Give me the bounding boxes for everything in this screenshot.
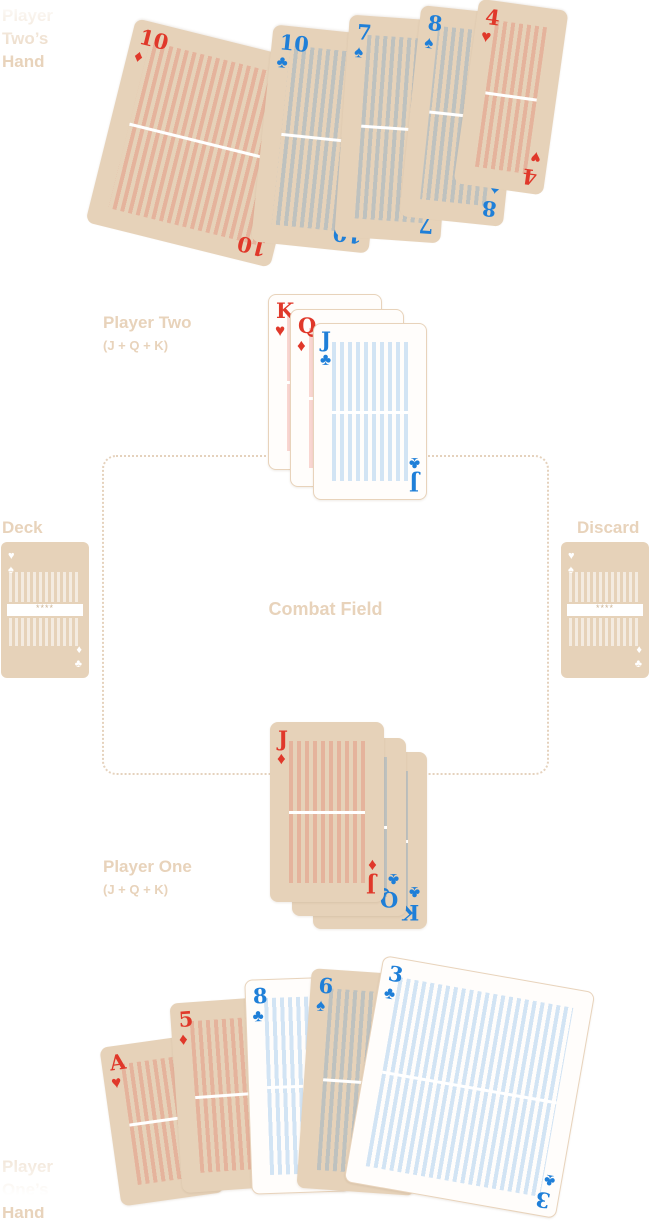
diamond-icon: ♦ bbox=[277, 749, 286, 768]
card-rank: 8 bbox=[480, 195, 498, 223]
card-rank: 4 bbox=[520, 163, 539, 191]
card-rank: 8 bbox=[252, 983, 268, 1009]
card-art-divider bbox=[129, 122, 278, 163]
diamond-icon: ♦ bbox=[368, 856, 377, 875]
player-two-label: Player Two bbox=[103, 313, 192, 332]
diamond-icon: ♦ bbox=[76, 644, 82, 656]
club-icon: ♣ bbox=[408, 454, 420, 473]
player-one-field-card[interactable]: J♦J♦ bbox=[270, 722, 384, 902]
spade-icon: ♠ bbox=[568, 564, 574, 576]
club-icon: ♣ bbox=[320, 350, 332, 369]
card-rank-bottom: 8 bbox=[426, 9, 444, 37]
card-rank-bottom: 7 bbox=[355, 19, 373, 46]
spade-icon: ♠ bbox=[8, 564, 14, 576]
club-icon: ♣ bbox=[634, 658, 642, 670]
player-one-hand-card[interactable]: 3♣3♣ bbox=[343, 955, 596, 1219]
card-rank: 6 bbox=[317, 972, 335, 999]
card-art-divider bbox=[289, 811, 365, 814]
deck-skyline-reflection bbox=[9, 618, 81, 646]
card-art-divider bbox=[332, 410, 408, 414]
deck-skyline-art bbox=[9, 572, 81, 602]
combat-field-label: Combat Field bbox=[268, 599, 383, 619]
player-one-label: Player One bbox=[103, 857, 192, 876]
club-icon: ♣ bbox=[275, 52, 289, 73]
card-rank: 5 bbox=[177, 1006, 195, 1033]
club-icon: ♣ bbox=[408, 883, 420, 902]
card-rank: Q bbox=[298, 313, 317, 338]
card-rank: K bbox=[276, 298, 295, 323]
club-icon: ♣ bbox=[387, 870, 399, 889]
card-art-divider bbox=[485, 91, 538, 102]
heart-icon: ♥ bbox=[479, 26, 493, 47]
club-icon: ♣ bbox=[74, 658, 82, 670]
heart-icon: ♥ bbox=[529, 147, 543, 168]
deck-stars: **** bbox=[35, 603, 54, 613]
diamond-icon: ♦ bbox=[636, 644, 642, 656]
player-two-hand-label: Player Two’s Hand bbox=[2, 6, 54, 71]
card-illustration bbox=[365, 977, 574, 1197]
player-one-hand-label: Player One’s Hand bbox=[2, 1157, 54, 1222]
player-one-sub-label: (J + Q + K) bbox=[103, 882, 169, 897]
discard-skyline-art bbox=[569, 572, 641, 602]
card-art-divider bbox=[195, 1091, 256, 1100]
spade-icon: ♠ bbox=[353, 41, 364, 62]
club-icon: ♣ bbox=[252, 1006, 265, 1026]
spade-icon: ♠ bbox=[423, 32, 435, 53]
club-icon: ♣ bbox=[542, 1170, 557, 1192]
card-rank-bottom: J bbox=[409, 471, 419, 496]
discard-stripe bbox=[567, 604, 643, 616]
diamond-icon: ♦ bbox=[297, 336, 306, 355]
deck-pile[interactable]: **** ♥ ♠ ♦ ♣ bbox=[1, 542, 89, 678]
discard-label: Discard bbox=[577, 518, 640, 537]
card-rank: A bbox=[107, 1048, 128, 1076]
player-two-field-card[interactable]: J♣J♣ bbox=[313, 323, 427, 500]
heart-icon: ♥ bbox=[110, 1072, 123, 1093]
deck-stripe bbox=[7, 604, 83, 616]
diamond-icon: ♦ bbox=[178, 1029, 189, 1050]
heart-icon: ♥ bbox=[568, 550, 575, 562]
card-art-divider bbox=[381, 1070, 557, 1105]
discard-skyline-reflection bbox=[569, 618, 641, 646]
spade-icon: ♠ bbox=[315, 995, 326, 1016]
player-two-sub-label: (J + Q + K) bbox=[103, 338, 169, 353]
discard-pile[interactable]: **** ♥ ♠ ♦ ♣ bbox=[561, 542, 649, 678]
diamond-icon: ♦ bbox=[131, 46, 145, 67]
heart-icon: ♥ bbox=[8, 550, 15, 562]
card-rank: J bbox=[278, 726, 288, 751]
card-rank: J bbox=[321, 327, 331, 352]
heart-icon: ♥ bbox=[275, 321, 286, 340]
card-rank-bottom: J bbox=[366, 873, 376, 898]
card-illustration bbox=[289, 741, 365, 883]
card-illustration bbox=[332, 342, 408, 481]
card-rank-bottom: 3 bbox=[533, 1186, 553, 1214]
deck-label: Deck bbox=[2, 518, 43, 537]
discard-stars: **** bbox=[595, 603, 614, 613]
